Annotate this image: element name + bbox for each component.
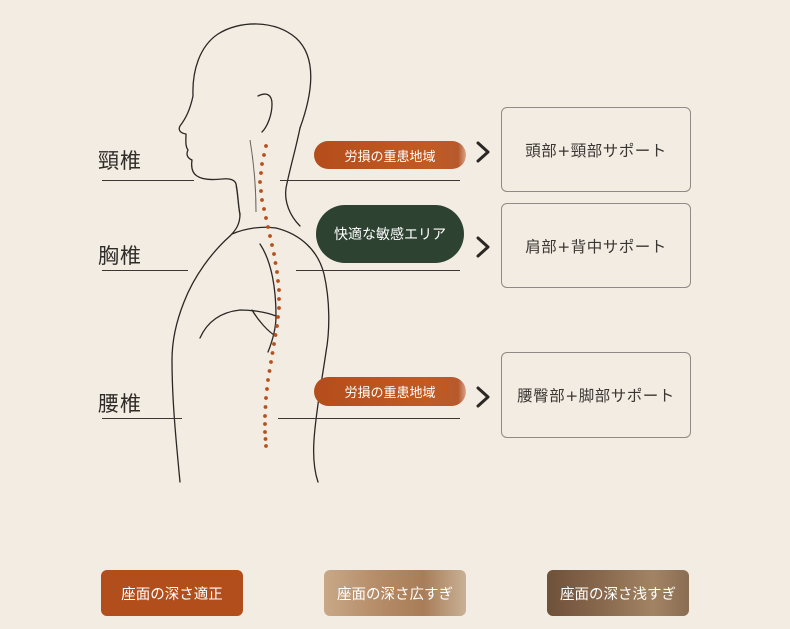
spine-dots: [258, 144, 281, 448]
spine-dot: [264, 216, 268, 220]
spine-dot: [275, 324, 279, 328]
spine-dot: [264, 144, 268, 148]
region-line-lumbar: [102, 418, 182, 419]
region-label-lumbar: 腰椎: [98, 392, 142, 416]
status-pill-lumbar: 労損の重患地域: [314, 377, 466, 406]
region-line-thoracic-right: [296, 270, 460, 271]
spine-dot: [268, 234, 272, 238]
spine-dot: [273, 333, 278, 337]
spine-dot: [259, 171, 263, 175]
spine-dot: [263, 437, 268, 441]
spine-dot: [263, 422, 267, 426]
region-line-lumbar-right: [278, 418, 460, 419]
spine-dot: [270, 243, 274, 247]
spine-dot: [266, 378, 270, 382]
chevron-right-icon: [476, 141, 490, 163]
region-line-cervical: [102, 180, 194, 181]
chevron-right-icon: [476, 386, 490, 408]
spine-dot: [272, 252, 276, 256]
spine-dot: [273, 261, 278, 265]
spine-dot: [276, 315, 280, 319]
spine-dot: [263, 414, 267, 418]
spine-dot: [275, 270, 279, 274]
spine-dot: [267, 369, 272, 373]
spine-dot: [264, 444, 268, 448]
status-pill-cervical: 労損の重患地域: [314, 141, 466, 169]
support-box-lumbar: 腰臀部+脚部サポート: [501, 352, 691, 438]
spine-dot: [264, 396, 268, 400]
spine-dot: [266, 225, 270, 229]
support-box-cervical: 頭部+頸部サポート: [501, 107, 691, 192]
spine-dot: [263, 430, 267, 434]
region-line-cervical-right: [280, 180, 460, 181]
spine-dot: [265, 387, 269, 391]
spine-dot: [276, 279, 280, 283]
spine-dot: [262, 207, 266, 211]
spine-dot: [258, 180, 262, 184]
spine-dot: [263, 405, 268, 409]
head-outline: [178, 23, 312, 185]
seat-depth-correct-button[interactable]: 座面の深さ適正: [101, 570, 243, 616]
support-box-thoracic: 肩部+背中サポート: [501, 203, 691, 288]
spine-dot: [277, 297, 281, 301]
spine-dot: [260, 162, 264, 166]
spine-dot: [262, 153, 266, 157]
region-label-thoracic: 胸椎: [98, 244, 142, 268]
seat-depth-too-deep-button[interactable]: 座面の深さ広すぎ: [324, 570, 466, 616]
spine-dot: [269, 360, 273, 364]
seat-depth-too-shallow-button[interactable]: 座面の深さ浅すぎ: [547, 570, 689, 616]
chevron-right-icon: [476, 236, 490, 258]
spine-dot: [259, 189, 263, 193]
spine-dot: [260, 198, 264, 202]
region-line-thoracic: [102, 270, 188, 271]
spine-dot: [272, 342, 276, 346]
status-pill-thoracic: 快適な敏感エリア: [316, 205, 464, 263]
spine-dot: [270, 351, 275, 355]
spine-dot: [277, 288, 281, 292]
region-label-cervical: 頸椎: [98, 149, 142, 173]
spine-dot: [277, 306, 281, 310]
